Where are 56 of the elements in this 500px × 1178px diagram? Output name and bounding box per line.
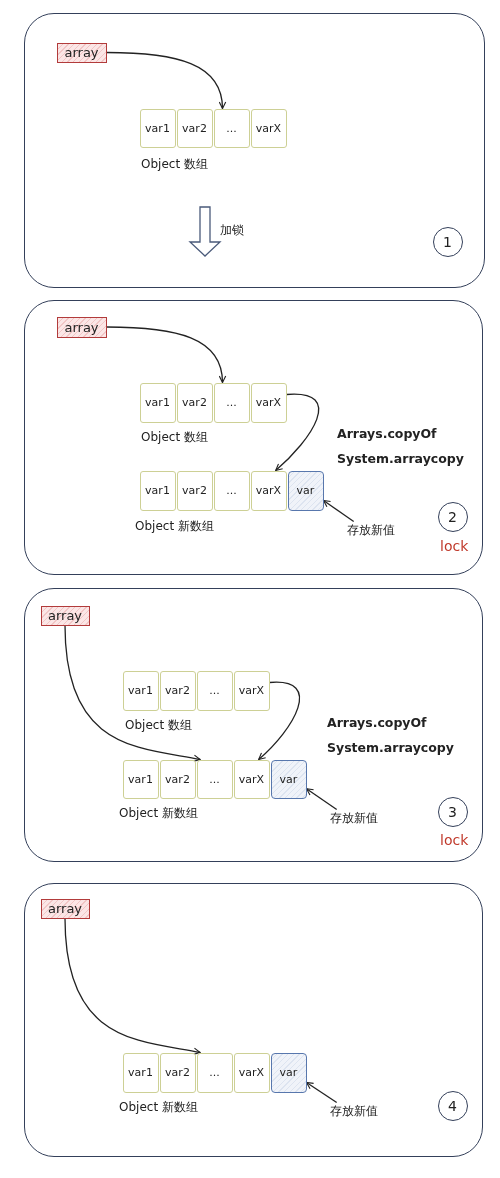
variable-box: array [56,42,107,63]
arrow [105,326,226,384]
array-cell: ... [213,382,250,423]
arrow [64,917,201,1056]
variable-box: array [56,316,107,338]
array-cell: ... [213,470,250,511]
array-cell: var [287,470,324,511]
array-cell: var1 [139,108,176,148]
array-cell: var2 [159,759,196,799]
array-caption: Object 数组 [141,157,208,172]
arrow [258,681,301,761]
array-cell: var2 [159,1052,196,1093]
array-caption: Object 新数组 [119,1100,198,1115]
annotation-text: 存放新值 [329,1102,378,1119]
array-cell: var1 [122,670,159,711]
array-caption: Object 数组 [141,430,208,445]
array-cell: var2 [176,108,213,148]
array-cell: var2 [159,670,196,711]
variable-box: array [40,605,90,626]
array-cell: var2 [176,382,213,423]
array-cell: varX [233,1052,270,1093]
array-cell: var1 [122,1052,159,1093]
array-cell: var1 [122,759,159,799]
panel [24,13,485,288]
arrow [305,1081,338,1104]
panel [24,883,483,1157]
panel [24,588,483,862]
array-caption: Object 新数组 [119,806,198,821]
array-cell: varX [233,759,270,799]
array-cell: varX [250,382,287,423]
status-label: lock [440,832,469,849]
status-label: lock [440,538,469,555]
array-caption: Object 数组 [125,718,192,733]
array-cell: varX [250,108,287,148]
arrow [275,393,320,472]
array-cell: ... [213,108,250,148]
arrow [322,499,355,523]
array-cell: ... [196,670,233,711]
annotation-text: 存放新值 [346,521,395,538]
array-cell: var2 [176,470,213,511]
arrow [64,624,201,763]
array-cell: varX [233,670,270,711]
array-cell: ... [196,1052,233,1093]
annotation-text: 存放新值 [329,809,378,826]
array-cell: var1 [139,382,176,423]
array-cell: var1 [139,470,176,511]
panel [24,300,483,575]
arrow [305,788,338,811]
array-cell: var [270,1052,307,1093]
variable-box: array [40,898,90,919]
array-cell: ... [196,759,233,799]
array-cell: varX [250,470,287,511]
array-caption: Object 新数组 [135,519,214,534]
array-cell: var [270,759,307,799]
arrow-label: 加锁 [220,223,244,238]
arrow [105,51,226,110]
